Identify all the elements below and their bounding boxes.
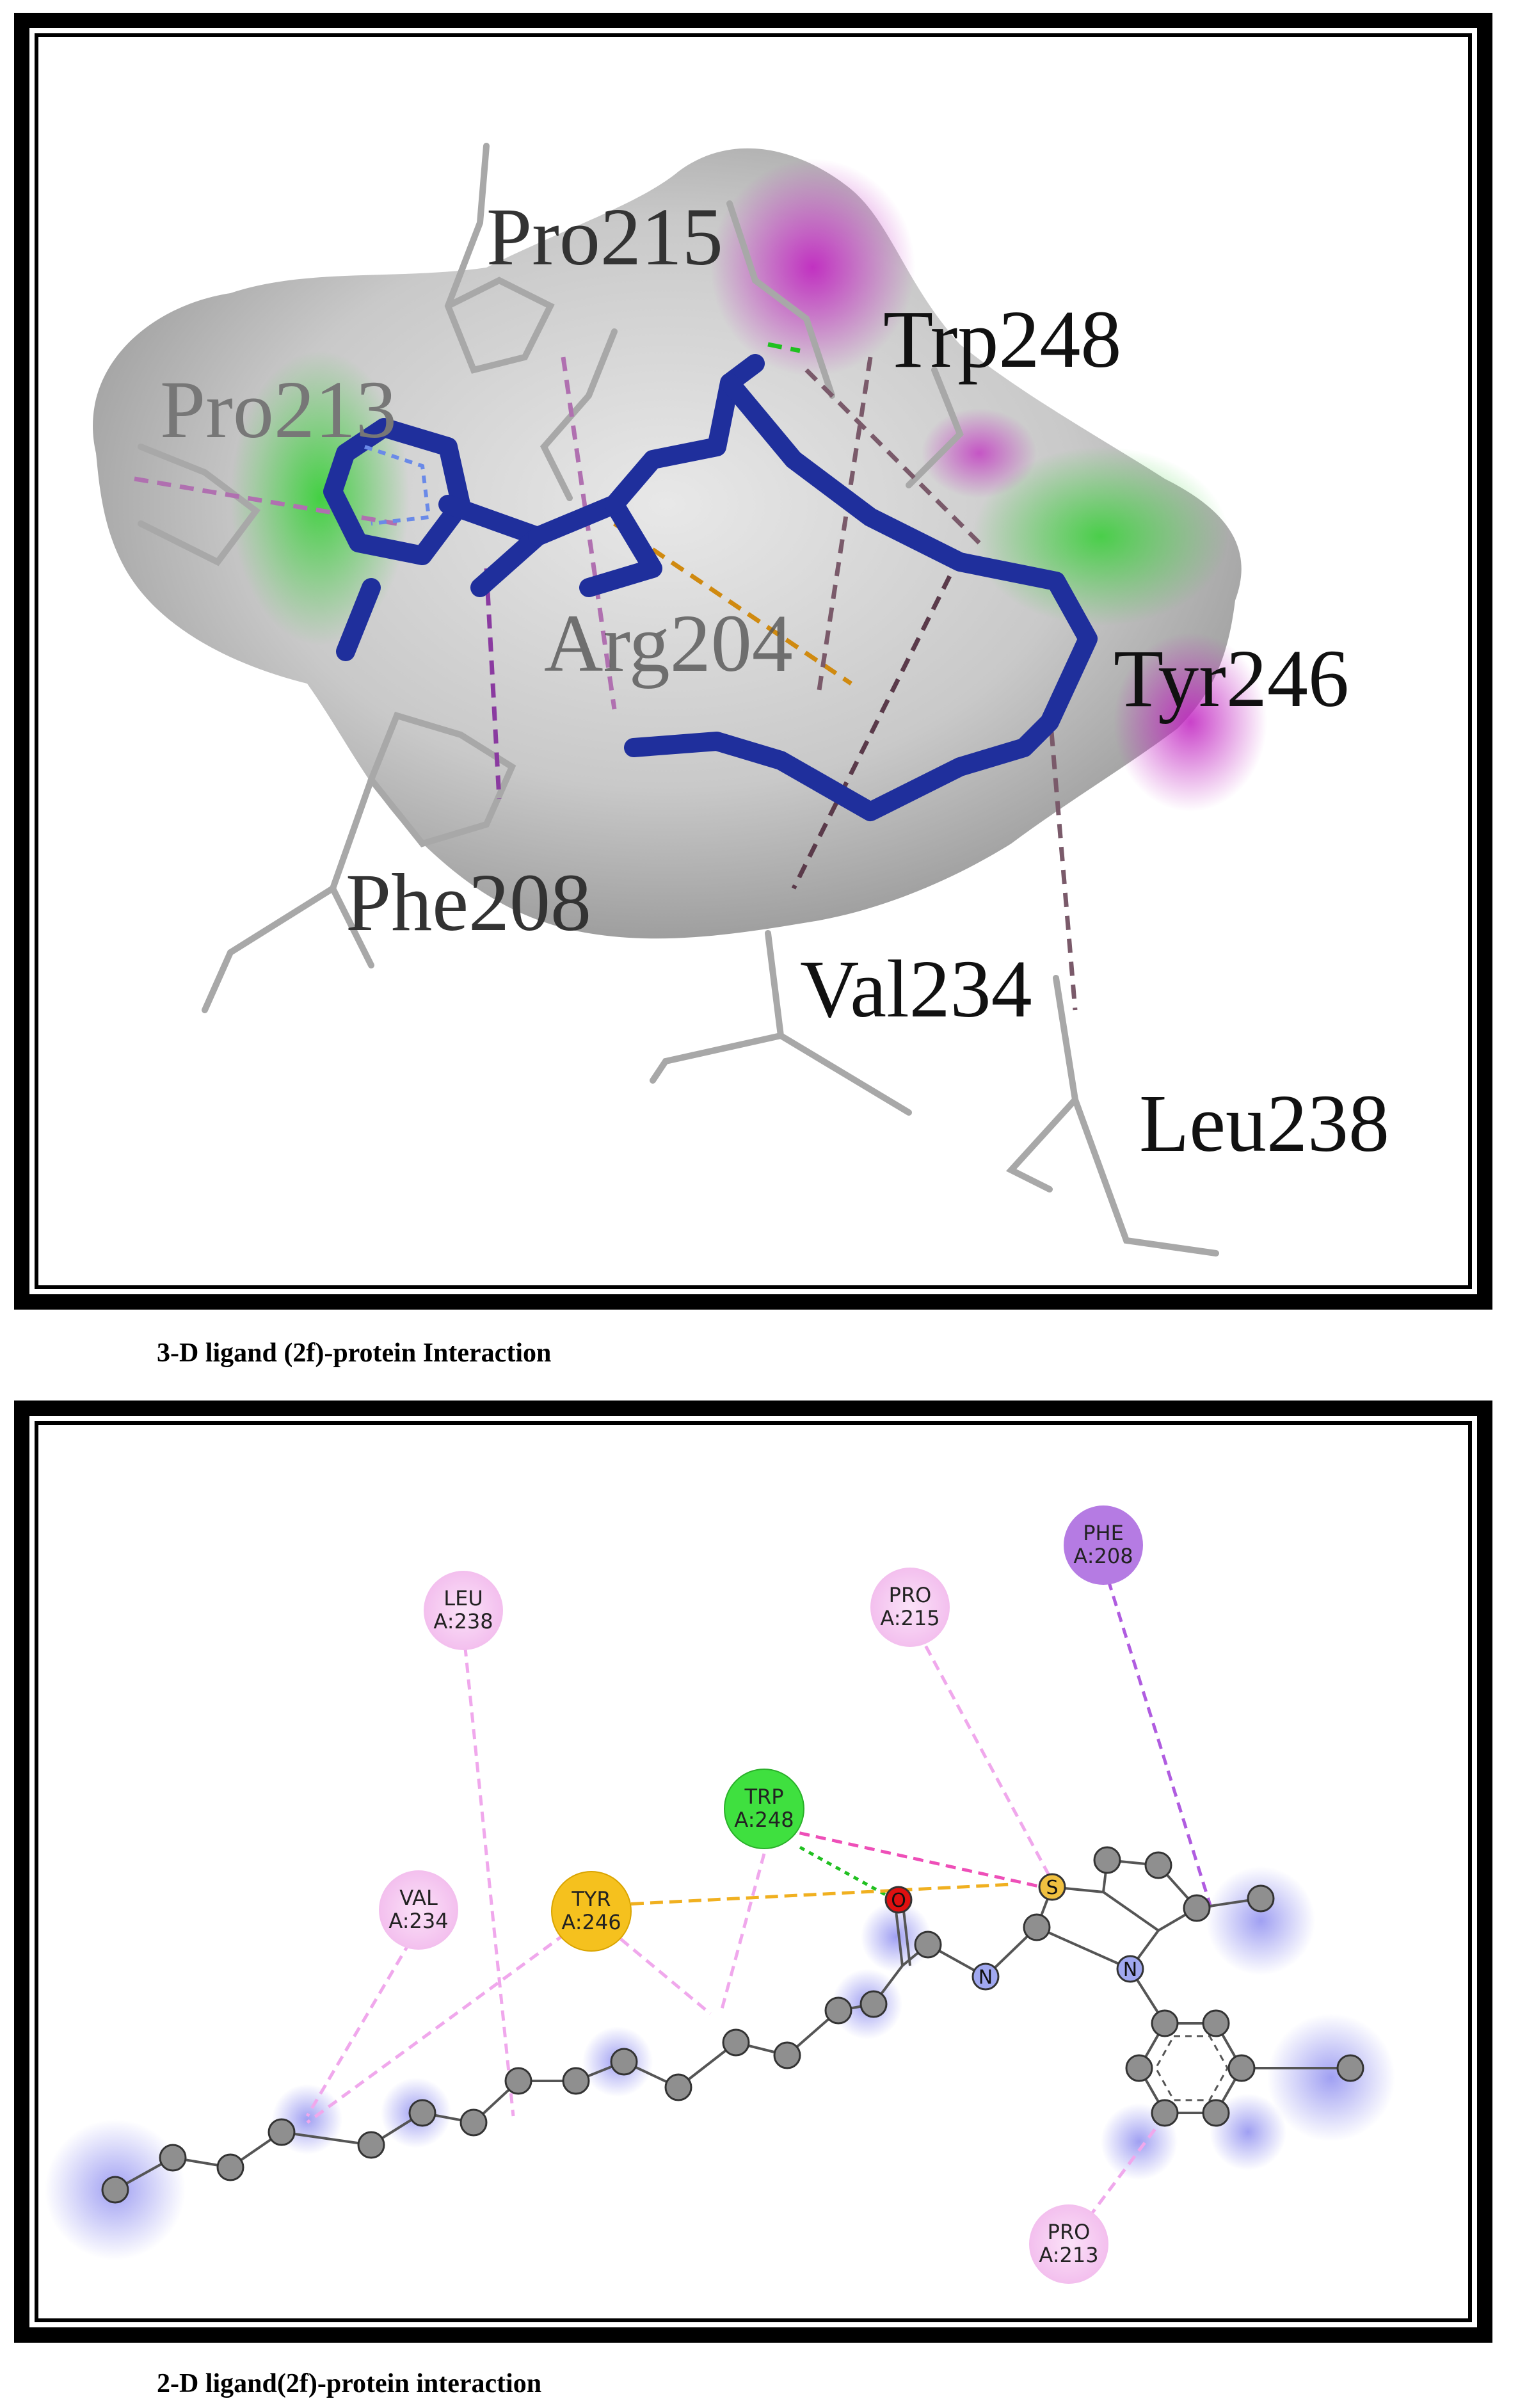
caption-3d: 3-D ligand (2f)-protein Interaction	[157, 1338, 552, 1368]
residue-pro215: PRO A:215	[870, 1568, 950, 1647]
residue-leu238: LEU A:238	[424, 1571, 503, 1650]
residue-label-tyr246: Tyr246	[1114, 633, 1349, 724]
molecular-3d-view: Pro215 Trp248 Pro213 Arg204 Tyr246 Phe20…	[93, 143, 1389, 1256]
nitrogen-label-2: N	[1123, 1959, 1137, 1981]
interaction-dashes	[134, 342, 1078, 1011]
residue-label-val234: Val234	[800, 943, 1032, 1034]
svg-text:LEU: LEU	[444, 1586, 483, 1610]
svg-text:PHE: PHE	[1083, 1521, 1124, 1545]
interaction-lines	[305, 1564, 1214, 2220]
residue-label-pro213: Pro213	[160, 364, 397, 455]
residue-label-pro215: Pro215	[486, 191, 723, 282]
residue-val234: VAL A:234	[379, 1870, 458, 1950]
svg-text:A:248: A:248	[734, 1808, 794, 1832]
caption-2d: 2-D ligand(2f)-protein interaction	[157, 2369, 542, 2398]
svg-text:A:238: A:238	[433, 1609, 493, 1633]
residue-label-leu238: Leu238	[1139, 1078, 1389, 1169]
panel-2d-frame: S O N N PHE A:208 LEU A:238	[14, 1401, 1492, 2343]
residue-label-trp248: Trp248	[883, 294, 1121, 385]
ligand-2f	[323, 354, 1098, 821]
svg-text:PRO: PRO	[889, 1583, 932, 1607]
svg-text:VAL: VAL	[399, 1886, 438, 1910]
nitrogen-atom-1	[971, 1963, 1000, 1991]
svg-text:A:215: A:215	[880, 1606, 939, 1630]
nitrogen-label-1: N	[979, 1966, 993, 1989]
svg-text:PRO: PRO	[1048, 2220, 1091, 2244]
residue-label-phe208: Phe208	[346, 857, 591, 948]
carbon-atoms	[101, 1846, 1364, 2204]
solvent-halos	[45, 1866, 1395, 2260]
residue-trp248: TRP A:248	[724, 1769, 804, 1849]
svg-text:A:213: A:213	[1039, 2243, 1098, 2267]
svg-text:TRP: TRP	[744, 1785, 783, 1809]
residue-tyr246: TYR A:246	[551, 1871, 632, 1952]
svg-text:A:208: A:208	[1073, 1544, 1133, 1568]
residue-sticks	[138, 143, 1219, 1256]
residue-label-arg204: Arg204	[544, 598, 793, 689]
oxygen-label: O	[891, 1890, 906, 1912]
interaction-2d-diagram: S O N N PHE A:208 LEU A:238	[45, 1505, 1395, 2284]
protein-surface	[93, 148, 1267, 939]
svg-text:TYR: TYR	[571, 1887, 611, 1911]
residue-bubbles: PHE A:208 LEU A:238 PRO A:215 TRP A:248	[379, 1505, 1143, 2284]
residue-pro213: PRO A:213	[1029, 2204, 1108, 2284]
sulfur-label: S	[1046, 1877, 1058, 1899]
residue-phe208: PHE A:208	[1064, 1505, 1143, 1585]
svg-text:A:246: A:246	[561, 1910, 621, 1934]
panel-3d-frame: Pro215 Trp248 Pro213 Arg204 Tyr246 Phe20…	[14, 13, 1492, 1310]
svg-text:A:234: A:234	[388, 1909, 448, 1933]
nitrogen-atom-2	[1116, 1955, 1144, 1983]
sulfur-atom	[1038, 1873, 1066, 1901]
oxygen-atom	[884, 1886, 913, 1914]
